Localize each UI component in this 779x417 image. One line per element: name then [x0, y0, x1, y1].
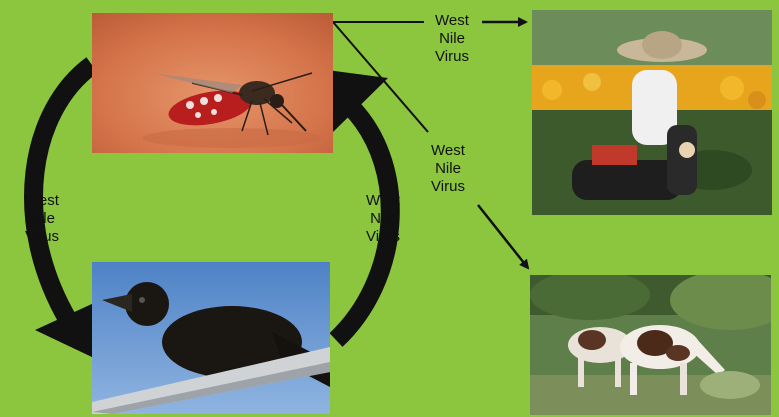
mosquito-image	[92, 13, 333, 153]
label-cycle-right: West Nile Virus	[355, 192, 411, 246]
horses-image	[530, 275, 771, 415]
arrow-to-horses	[478, 205, 528, 268]
bird-image	[92, 262, 330, 414]
human-image	[532, 10, 772, 215]
label-to-human: West Nile Virus	[424, 12, 480, 66]
label-cycle-left: West Nile Virus	[14, 192, 70, 246]
label-to-horses: West Nile Virus	[420, 142, 476, 196]
